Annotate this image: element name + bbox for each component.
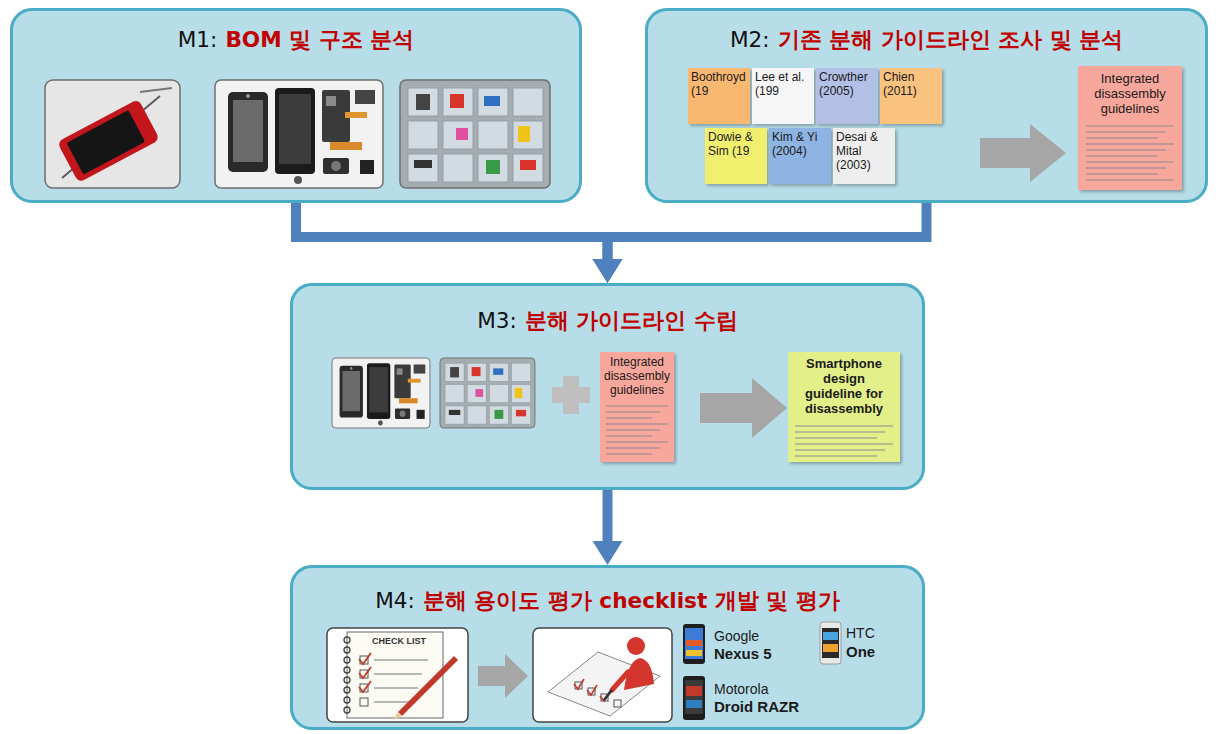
- phone-model: One: [846, 643, 875, 660]
- stage-title-row: M1: BOM 및 구조 분석: [13, 25, 579, 54]
- fine-print: [793, 423, 895, 457]
- stage-number: M3:: [477, 308, 517, 333]
- note-text: Smartphone design guideline for disassem…: [793, 357, 895, 417]
- phone-model: Droid RAZR: [714, 698, 799, 715]
- reference-note: Chien (2011): [880, 68, 942, 124]
- stage-number: M1:: [178, 27, 218, 52]
- fine-print: [604, 403, 670, 458]
- stage-number: M4:: [375, 588, 415, 613]
- connector-line: [296, 203, 608, 259]
- plus-sign: [552, 376, 590, 414]
- reference-note: Dowie & Sim (19: [705, 128, 767, 184]
- parts-bags-photo: [440, 358, 535, 428]
- evaluator-clipart: [533, 628, 672, 722]
- stage-box: M1: BOM 및 구조 분석: [10, 8, 582, 203]
- arrow-head: [593, 259, 623, 283]
- phone-icon: [683, 624, 705, 664]
- note-text: Crowther (2005): [819, 71, 875, 99]
- note-text: Kim & Yi (2004): [772, 131, 828, 159]
- phone-icon: [683, 676, 705, 720]
- stage-title-row: M2: 기존 분해 가이드라인 조사 및 분석: [648, 25, 1205, 54]
- stage-title: BOM 및 구조 분석: [225, 27, 414, 52]
- parts-bags-photo: [400, 80, 550, 188]
- clipart-caption: CHECK LIST: [372, 636, 426, 646]
- connector-line: [603, 490, 613, 541]
- stage-box: M4: 분해 용이도 평가 checklist 개발 및 평가: [290, 565, 925, 730]
- guideline-note: Integrated disassembly guidelines: [1078, 66, 1182, 190]
- stage-title: 분해 가이드라인 수립: [525, 308, 738, 333]
- stage-title: 분해 용이도 평가 checklist 개발 및 평가: [423, 588, 840, 613]
- stage-title-row: M3: 분해 가이드라인 수립: [293, 306, 922, 335]
- reference-note: Crowther (2005): [816, 68, 878, 124]
- stage-box: M3: 분해 가이드라인 수립 Integrated disassembly gui…: [290, 283, 925, 490]
- stage-number: M2:: [730, 27, 770, 52]
- note-text: Boothroyd (19: [691, 71, 747, 99]
- note-text: Integrated disassembly guidelines: [604, 356, 670, 397]
- parts-photo: [215, 80, 383, 188]
- phone-model: Google: [714, 628, 759, 644]
- flow-arrow: [296, 203, 623, 283]
- reference-note: Boothroyd (19: [688, 68, 750, 124]
- arrow-head: [593, 259, 623, 283]
- phone-model: Motorola: [714, 681, 768, 697]
- block-arrow: [478, 654, 528, 698]
- flow-arrow: [593, 490, 623, 565]
- reference-note: Desai & Mital (2003): [833, 128, 895, 184]
- reference-note: Lee et al. (199: [752, 68, 814, 124]
- stage-title: 기존 분해 가이드라인 조사 및 분석: [778, 27, 1124, 52]
- guideline-note: Smartphone design guideline for disassem…: [788, 352, 900, 462]
- phone-model: Nexus 5: [714, 645, 772, 662]
- arrow-head: [593, 541, 623, 565]
- fine-print: [1084, 123, 1176, 184]
- phone-photo: [45, 80, 180, 188]
- stage-fill: [10, 8, 1208, 730]
- checklist-clipart: [327, 628, 468, 722]
- note-text: Dowie & Sim (19: [708, 131, 764, 159]
- reference-note: Kim & Yi (2004): [769, 128, 831, 184]
- block-arrow: [700, 378, 787, 438]
- note-text: Lee et al. (199: [755, 71, 811, 99]
- flow-arrow: [593, 203, 927, 283]
- parts-photo: [332, 358, 430, 428]
- guideline-note: Integrated disassembly guidelines: [600, 352, 674, 462]
- note-text: Chien (2011): [883, 71, 939, 99]
- note-text: Integrated disassembly guidelines: [1084, 72, 1176, 117]
- block-arrow: [980, 124, 1066, 182]
- note-text: Desai & Mital (2003): [836, 131, 892, 172]
- stage-title-row: M4: 분해 용이도 평가 checklist 개발 및 평가: [293, 586, 922, 615]
- phone-icon: [820, 622, 841, 664]
- phone-model: HTC: [846, 625, 875, 641]
- connector-line: [608, 203, 927, 259]
- stage-box: M2: 기존 분해 가이드라인 조사 및 분석 Boothroyd (19Dowie…: [645, 8, 1208, 203]
